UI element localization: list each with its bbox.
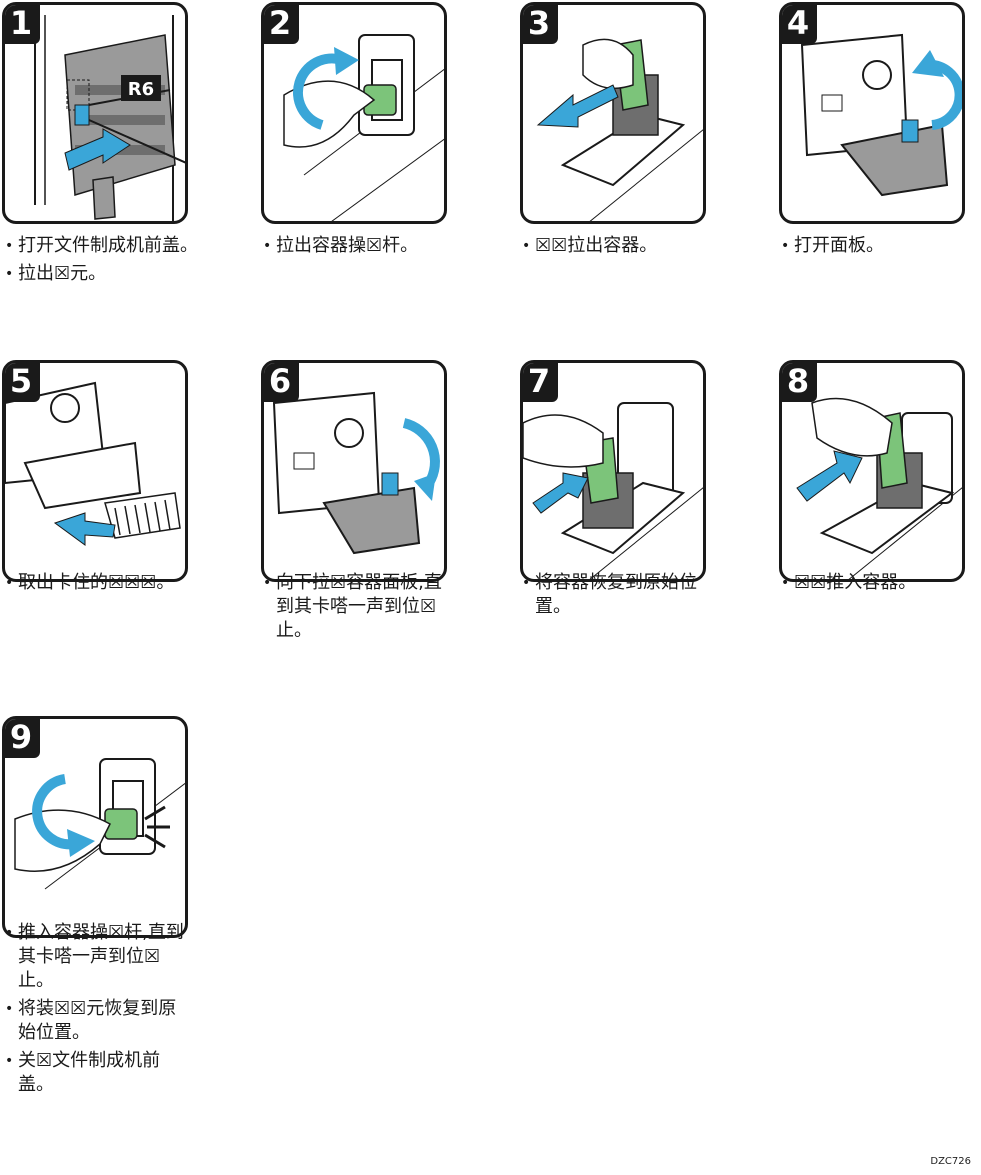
- step-9-number: 9: [5, 719, 40, 758]
- step-8-illustration: 8: [779, 360, 965, 582]
- step-7-line-1: 将容器恢复到原始位置。: [522, 571, 718, 619]
- step-9-line-3: 关☒文件制成机前盖。: [5, 1049, 190, 1097]
- step-3-instructions: ☒☒拉出容器。: [522, 234, 718, 262]
- step-4-number: 4: [782, 5, 817, 44]
- step-2-instructions: 拉出容器操☒杆。: [263, 234, 459, 262]
- step-5-line-1: 取出卡住的☒☒☒。: [5, 571, 201, 595]
- step-3-line-1: ☒☒拉出容器。: [522, 234, 718, 258]
- step-7-illustration: 7: [520, 360, 706, 582]
- step-9-illustration: 9: [2, 716, 188, 938]
- step-7-number: 7: [523, 363, 558, 402]
- step-8-number: 8: [782, 363, 817, 402]
- container-lever-graphic: [283, 34, 444, 221]
- step-1-line-1: 打开文件制成机前盖。: [5, 234, 201, 258]
- step-8-instructions: ☒☒推入容器。: [781, 571, 977, 599]
- step-5-illustration: 5: [2, 360, 188, 582]
- step-1-line-2: 拉出☒元。: [5, 262, 201, 286]
- step-2-illustration: 2: [261, 2, 447, 224]
- step-5-number: 5: [5, 363, 40, 402]
- step-7-instructions: 将容器恢复到原始位置。: [522, 571, 718, 623]
- step-9-line-2: 将装☒☒元恢复到原始位置。: [5, 997, 190, 1045]
- step-5-instructions: 取出卡住的☒☒☒。: [5, 571, 201, 599]
- step-9-line-1: 推入容器操☒杆,直到其卡嗒一声到位☒止。: [5, 921, 190, 993]
- pull-container-graphic: [536, 38, 703, 221]
- step-4-illustration: 4: [779, 2, 965, 224]
- step-6-number: 6: [264, 363, 299, 402]
- close-panel-graphic: [272, 391, 440, 555]
- step-6-instructions: 向下拉☒容器面板,直到其卡嗒一声到位☒止。: [263, 571, 453, 647]
- step-1-illustration: 1 R6: [2, 2, 188, 224]
- step-1-instructions: 打开文件制成机前盖。 拉出☒元。: [5, 234, 201, 290]
- step-1-number: 1: [5, 5, 40, 44]
- step-9-instructions: 推入容器操☒杆,直到其卡嗒一声到位☒止。 将装☒☒元恢复到原始位置。 关☒文件制…: [5, 921, 190, 1101]
- step-3-illustration: 3: [520, 2, 706, 224]
- step-2-line-1: 拉出容器操☒杆。: [263, 234, 459, 258]
- return-container-graphic: [523, 402, 703, 579]
- r6-callout: R6: [128, 79, 154, 100]
- figure-code: DZC726: [930, 1156, 971, 1167]
- step-2-number: 2: [264, 5, 299, 44]
- finisher-front-cover-graphic: R6: [34, 15, 185, 221]
- remove-jammed-staples-graphic: [5, 381, 181, 546]
- open-panel-graphic: [800, 33, 962, 197]
- step-8-line-1: ☒☒推入容器。: [781, 571, 977, 595]
- push-lever-click-graphic: [14, 758, 185, 890]
- push-container-graphic: [796, 397, 962, 579]
- step-3-number: 3: [523, 5, 558, 44]
- step-6-line-1: 向下拉☒容器面板,直到其卡嗒一声到位☒止。: [263, 571, 453, 643]
- step-4-instructions: 打开面板。: [781, 234, 977, 262]
- step-4-line-1: 打开面板。: [781, 234, 977, 258]
- step-6-illustration: 6: [261, 360, 447, 582]
